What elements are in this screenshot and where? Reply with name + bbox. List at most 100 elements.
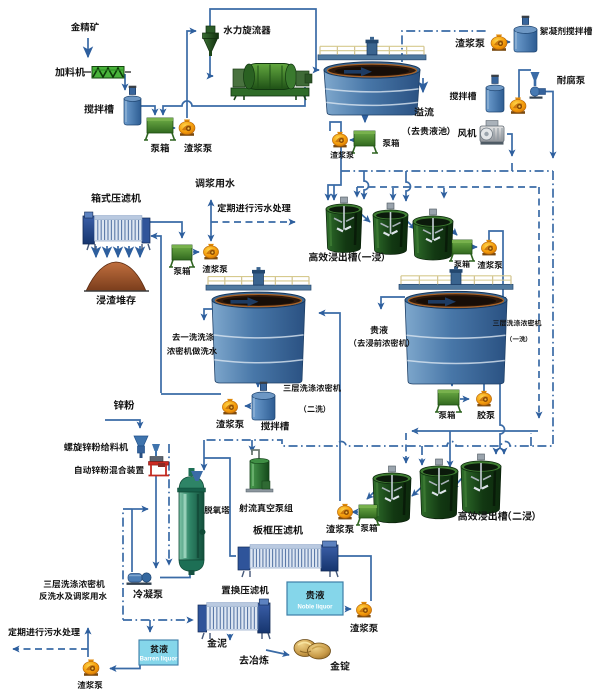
flow-leach1a-feed-dd xyxy=(360,171,370,200)
label-to-pregnant-pool: （去贵液池） xyxy=(407,126,450,136)
label-deoxidation-tower: 脱氧塔 xyxy=(204,505,230,514)
flow-pump7-riser-to-wash2 xyxy=(318,309,341,501)
label-barren-title: 贫液 xyxy=(150,644,168,654)
label-gold-ingot: 金锭 xyxy=(330,661,350,671)
label-pregnant-1: 贵液 xyxy=(370,325,388,335)
label-to-smelting: 去冶炼 xyxy=(239,655,269,665)
slurry-pump-2 xyxy=(490,34,508,51)
flow-leach1b-feed-dd xyxy=(402,171,412,202)
pump-box-1 xyxy=(144,117,176,141)
flow-rubber-pump-riser xyxy=(483,380,506,448)
wash-thickener-1 xyxy=(398,266,514,385)
label-gold-mud: 金泥 xyxy=(207,638,227,648)
label-agitation-tank-2: 搅拌槽 xyxy=(449,91,477,101)
flow-blower-down xyxy=(507,133,516,157)
noble-liquor-subtitle: Noble liquor xyxy=(298,605,334,611)
slurry-pump-5 xyxy=(481,239,497,256)
slurry-pump-9 xyxy=(356,601,372,618)
label-wash-thickener-1: 三层洗涤浓密机 xyxy=(492,319,542,327)
label-wastewater-2: 定期进行污水处理 xyxy=(8,627,80,637)
label-backwash-b: 反洗水及调浆用水 xyxy=(39,591,107,600)
pump-box-6 xyxy=(435,389,462,413)
label-wash-1: （一洗） xyxy=(510,335,528,343)
flow-tower-bottoms xyxy=(160,572,191,579)
slurry-pump-4 xyxy=(203,243,219,260)
flow-press-feed xyxy=(150,232,162,393)
label-wash-2: （二洗） xyxy=(304,405,326,413)
label-slurry-pump-3: 渣浆泵 xyxy=(330,151,354,159)
label-overflow: 溢流 xyxy=(414,107,434,117)
label-pump-box-4: 泵箱 xyxy=(454,260,470,268)
flow-cascade-1ab xyxy=(360,213,371,223)
flow-zinc-powder xyxy=(105,419,144,429)
label-pump-box-2: 泵箱 xyxy=(382,138,400,147)
label-wash-water-a: 去一洗洗涤 xyxy=(172,332,214,341)
flocculant-agitation-tank xyxy=(513,15,538,53)
flow-corrosion-pump-down xyxy=(541,90,557,159)
agitation-tank-2 xyxy=(485,74,505,113)
corrosion-resistant-pump xyxy=(529,72,546,99)
tower-funnel-icon xyxy=(191,471,203,481)
label-slurry-pump-1: 渣浆泵 xyxy=(184,143,213,153)
labels: 金精矿加料机搅拌槽泵箱渣浆泵水力旋流器渣浆泵絮凝剂搅拌槽搅拌槽耐腐泵溢流（去贵液… xyxy=(8,22,593,689)
ball-mill xyxy=(230,63,313,101)
label-zinc-mixing-device: 自动锌粉混合装置 xyxy=(75,465,144,475)
label-pump-box-6: 泵箱 xyxy=(438,410,456,419)
residue-stockpile xyxy=(84,261,149,292)
blower xyxy=(479,120,505,145)
label-slurry-pump-7: 渣浆泵 xyxy=(326,524,355,534)
flow-to-smelting xyxy=(265,649,290,658)
leach-tank-2a xyxy=(372,465,412,524)
label-to-preleach-thickener: （去浸前浓密机） xyxy=(354,338,410,347)
label-pump-box-5: 泵箱 xyxy=(360,523,378,532)
flow-plateframe-to-tower xyxy=(204,457,236,557)
label-wash-thickener-2: 三层洗涤浓密机 xyxy=(283,383,341,392)
flow-tank1-to-pumpbox xyxy=(141,105,159,116)
rubber-pump xyxy=(476,390,492,407)
label-leach-tanks-1: 高效浸出槽（一浸） xyxy=(309,252,385,262)
noble-liquor-box: Noble liquor xyxy=(286,581,344,616)
flow-cyclone-overflow xyxy=(209,8,320,74)
label-agitation-tank-1: 搅拌槽 xyxy=(84,104,114,114)
slurry-pump-1 xyxy=(178,119,196,136)
flow-lines xyxy=(12,8,557,673)
zinc-mixing-device xyxy=(148,444,169,477)
label-pump-box-3: 泵箱 xyxy=(173,266,191,275)
flow-pump5-riser-to-wash1 xyxy=(488,230,507,304)
slurry-pump-3 xyxy=(332,131,348,148)
label-zinc-powder: 锌粉 xyxy=(113,399,135,410)
label-slurry-pump-6: 渣浆泵 xyxy=(216,419,245,429)
label-blower: 风机 xyxy=(457,128,477,138)
label-jet-vacuum-pumps: 射流真空泵组 xyxy=(239,503,293,513)
wash-thickener-2 xyxy=(205,267,312,384)
flow-condensate-branch-down xyxy=(122,508,132,620)
label-plate-frame-press: 板框压滤机 xyxy=(253,525,303,535)
flow-leach2c-feed-a xyxy=(492,447,501,455)
reagent-pump xyxy=(509,97,527,114)
label-agitation-tank-3: 搅拌槽 xyxy=(261,421,289,431)
flow-wash2-overflow xyxy=(200,308,212,321)
barren-liquor-box: Barren liquor xyxy=(138,639,179,666)
slurry-pump-7 xyxy=(337,503,353,520)
label-residue-stockpile: 浸渣堆存 xyxy=(96,295,136,305)
label-slurry-water: 调浆用水 xyxy=(195,178,235,188)
flow-noble-to-plateframe xyxy=(323,552,372,601)
flow-wash1-overflow-pregnant xyxy=(377,296,405,310)
label-chamber-filter-press: 箱式压滤机 xyxy=(91,193,141,203)
flow-cyclone-underflow xyxy=(206,56,214,80)
spiral-zinc-feeder xyxy=(133,435,149,458)
flow-leach2c-feed-b xyxy=(499,447,508,455)
label-hydrocyclone: 水力旋流器 xyxy=(223,25,271,35)
label-noble-title: 贵液 xyxy=(305,590,325,600)
flow-pump-to-cyclone xyxy=(186,27,197,118)
label-slurry-pump-4: 渣浆泵 xyxy=(202,264,228,273)
preleach-thickener xyxy=(317,36,427,116)
label-corrosion-pump: 耐腐泵 xyxy=(557,75,586,85)
flow-solution-dashdot xyxy=(204,171,554,447)
plate-frame-filter-press xyxy=(237,540,339,578)
hydrocyclone xyxy=(202,25,219,56)
label-pump-box-1: 泵箱 xyxy=(150,143,170,153)
equipment: Noble liquor Barren liquor xyxy=(82,15,546,676)
